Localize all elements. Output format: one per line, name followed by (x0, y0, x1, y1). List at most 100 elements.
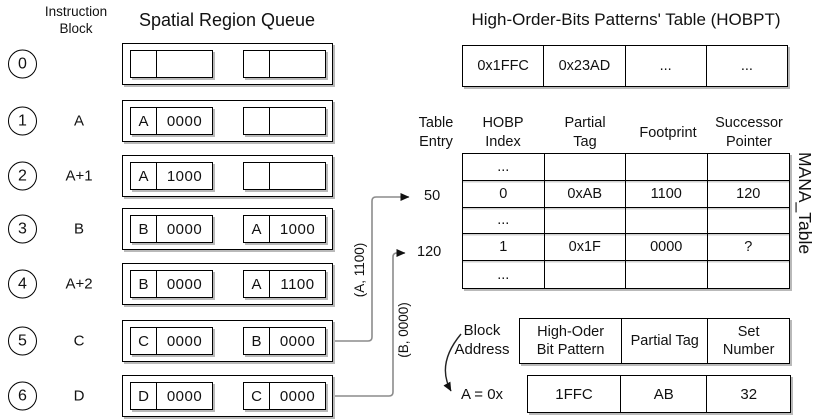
mana-cell: 120 (707, 181, 789, 208)
header-line: Index (485, 134, 521, 150)
region-tag: B (131, 271, 157, 297)
header-line: Set (737, 323, 760, 340)
mana-col-header-successor-pointer: Successor Pointer (705, 112, 793, 154)
arrow-label-a-1100: (A, 1100) (352, 242, 367, 298)
region-footprint: 0000 (166, 275, 203, 293)
mana-cell: 0xAB (544, 180, 626, 208)
step-number: 0 (18, 55, 27, 72)
mana-cell (544, 207, 626, 235)
step-number-badge: 6 (8, 381, 37, 411)
address-header-row: High-Oder Bit Pattern Partial Tag Set Nu… (519, 318, 790, 364)
queue-entry-box: D 0000 C 0000 (122, 375, 333, 417)
mana-cell (626, 207, 708, 235)
step-number-badge: 3 (8, 214, 37, 244)
region-footprint: 0000 (166, 112, 203, 130)
region-tag: A (244, 271, 270, 297)
region-footprint (157, 51, 212, 77)
table-entry-120-label: 120 (417, 244, 442, 260)
queue-entry-box: A 1000 (122, 155, 333, 197)
spatial-region-slot-2: B 0000 (243, 327, 326, 355)
region-tag (244, 51, 270, 77)
address-header-hobp: High-Oder Bit Pattern (520, 319, 623, 363)
hobpt-table: 0x1FFC 0x23AD ... ... (462, 45, 788, 87)
mana-cell (707, 154, 789, 181)
mana-cell (708, 261, 790, 288)
region-tag (131, 51, 157, 77)
mana-cell (626, 154, 708, 181)
region-tag (244, 163, 270, 189)
mana-table-side-label: MANA_Table (795, 152, 815, 255)
mana-cell (544, 154, 626, 181)
address-value-hobp: 1FFC (528, 376, 621, 412)
address-header-set-number: Set Number (708, 319, 789, 363)
step-number: 6 (18, 387, 27, 404)
header-line: Table (418, 115, 454, 132)
spatial-region-slot-2: A 1000 (243, 215, 326, 243)
region-footprint: 1100 (280, 275, 315, 293)
region-tag: A (131, 108, 157, 134)
mana-cell: 0x1F (544, 234, 626, 262)
spatial-region-slot-1: A 1000 (130, 162, 213, 190)
instruction-block-header-line1: Instruction (44, 4, 108, 19)
spatial-region-slot-1: D 0000 (130, 382, 213, 410)
queue-row-2: 2 A+1 A 1000 (0, 155, 420, 197)
step-number-badge: 2 (8, 161, 37, 191)
instruction-block-label: A+1 (65, 167, 93, 185)
address-header-partial-tag: Partial Tag (622, 319, 709, 363)
header-line: Entry (419, 134, 453, 150)
step-number: 5 (18, 332, 27, 349)
region-tag: C (244, 383, 270, 409)
region-tag: D (131, 383, 157, 409)
mana-table: ... 0 0xAB 1100 120 ... 1 0x1F 0000 ? ..… (462, 153, 790, 289)
spatial-region-slot-2 (243, 50, 326, 78)
header-line: HOBP (482, 115, 524, 132)
step-number-badge: 0 (8, 49, 37, 79)
region-footprint: 1000 (166, 167, 203, 185)
header-line: Tag (573, 134, 597, 150)
table-entry-50-label: 50 (424, 188, 441, 204)
region-tag: B (244, 328, 270, 354)
region-footprint: 0000 (279, 387, 316, 405)
mana-cell: 1100 (626, 180, 708, 208)
address-value-row: 1FFC AB 32 (527, 375, 791, 413)
block-address-line2: Address (454, 340, 510, 358)
spatial-region-queue-title: Spatial Region Queue (138, 10, 316, 30)
header-line: High-Oder (537, 323, 605, 340)
mana-col-header-hobp-index: HOBP Index (468, 112, 538, 154)
region-footprint (270, 51, 325, 77)
header-line: Bit Pattern (536, 342, 605, 358)
region-footprint: 1000 (279, 220, 316, 238)
header-line: Pointer (726, 134, 772, 150)
queue-row-4: 4 A+2 B 0000 A 1100 (0, 263, 420, 305)
header-line: Footprint (639, 124, 697, 141)
mana-cell: 1 (463, 234, 545, 262)
region-footprint (270, 108, 325, 134)
header-line: Number (722, 342, 775, 358)
hobpt-title: High-Order-Bits Patterns' Table (HOBPT) (471, 10, 781, 29)
region-tag: C (131, 328, 157, 354)
region-footprint: 0000 (166, 332, 203, 350)
queue-entry-box (122, 43, 333, 85)
spatial-region-slot-2: A 1100 (243, 270, 326, 298)
mana-cell: ... (463, 261, 545, 288)
instruction-block-label: A+2 (65, 275, 93, 293)
block-address-line1: Block (463, 322, 501, 339)
queue-entry-box: A 0000 (122, 100, 333, 142)
region-footprint (270, 163, 325, 189)
hobpt-cell: ... (740, 58, 753, 74)
step-number-badge: 1 (8, 106, 37, 136)
queue-row-3: 3 B B 0000 A 1000 (0, 208, 420, 250)
step-number-badge: 4 (8, 269, 37, 299)
region-tag: A (244, 216, 270, 242)
address-value-label: A = 0x (460, 386, 504, 403)
mana-cell (545, 261, 626, 288)
instruction-block-label: C (73, 332, 85, 350)
mana-cell: ? (707, 234, 789, 262)
region-tag (244, 108, 270, 134)
step-number-badge: 5 (8, 326, 37, 356)
mana-cell: 0000 (626, 234, 708, 262)
queue-row-6: 6 D D 0000 C 0000 (0, 375, 420, 417)
queue-entry-box: C 0000 B 0000 (122, 320, 333, 362)
instruction-block-header-line2: Block (59, 20, 93, 36)
